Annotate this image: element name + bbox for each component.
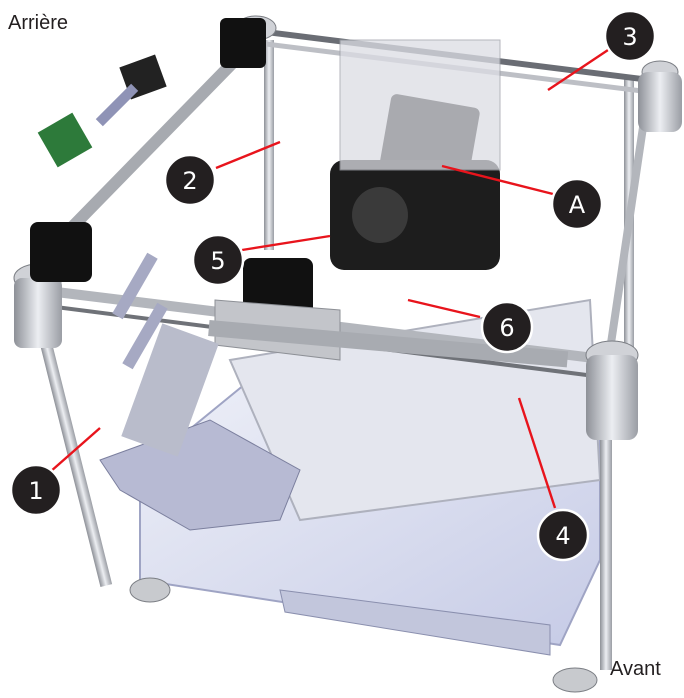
callout-6: 6 xyxy=(407,298,534,354)
motor-back-left xyxy=(220,18,266,68)
callout-1: 1 xyxy=(9,427,101,517)
callout-label: 2 xyxy=(182,167,197,195)
callout-label: 3 xyxy=(622,23,637,51)
callout-badge xyxy=(550,177,604,231)
callout-badge xyxy=(603,9,657,63)
callout-badge xyxy=(191,233,245,287)
leader-line xyxy=(215,140,281,170)
callout-2: 2 xyxy=(163,140,281,207)
leader-line xyxy=(241,234,331,252)
callout-3: 3 xyxy=(547,9,657,91)
post-front-left xyxy=(27,293,113,587)
leader-line xyxy=(441,164,554,196)
callout-label: 5 xyxy=(210,247,225,275)
leader-line xyxy=(49,427,101,473)
y-rail xyxy=(279,589,551,656)
fan-assembly xyxy=(330,160,500,270)
label-back: Arrière xyxy=(8,12,69,34)
callout-5: 5 xyxy=(191,233,331,287)
callout-badge xyxy=(480,300,534,354)
callout-badge xyxy=(9,463,63,517)
callout-badge xyxy=(163,153,217,207)
pcb-board xyxy=(37,112,93,168)
z-bracket xyxy=(99,419,301,531)
callout-A: A xyxy=(441,164,604,231)
label-front: Avant xyxy=(610,658,661,680)
callout-label: 6 xyxy=(499,314,514,342)
callout-badge xyxy=(536,508,590,562)
leader-line xyxy=(407,298,481,319)
callout-4: 4 xyxy=(517,397,590,562)
callout-label: 1 xyxy=(28,477,43,505)
leader-line xyxy=(547,49,609,91)
callout-label: A xyxy=(569,191,586,219)
motor-front-left xyxy=(30,222,92,282)
callout-label: 4 xyxy=(555,522,570,550)
post-back-left xyxy=(264,40,274,250)
post-front-right xyxy=(600,390,612,670)
leader-line xyxy=(517,397,557,509)
